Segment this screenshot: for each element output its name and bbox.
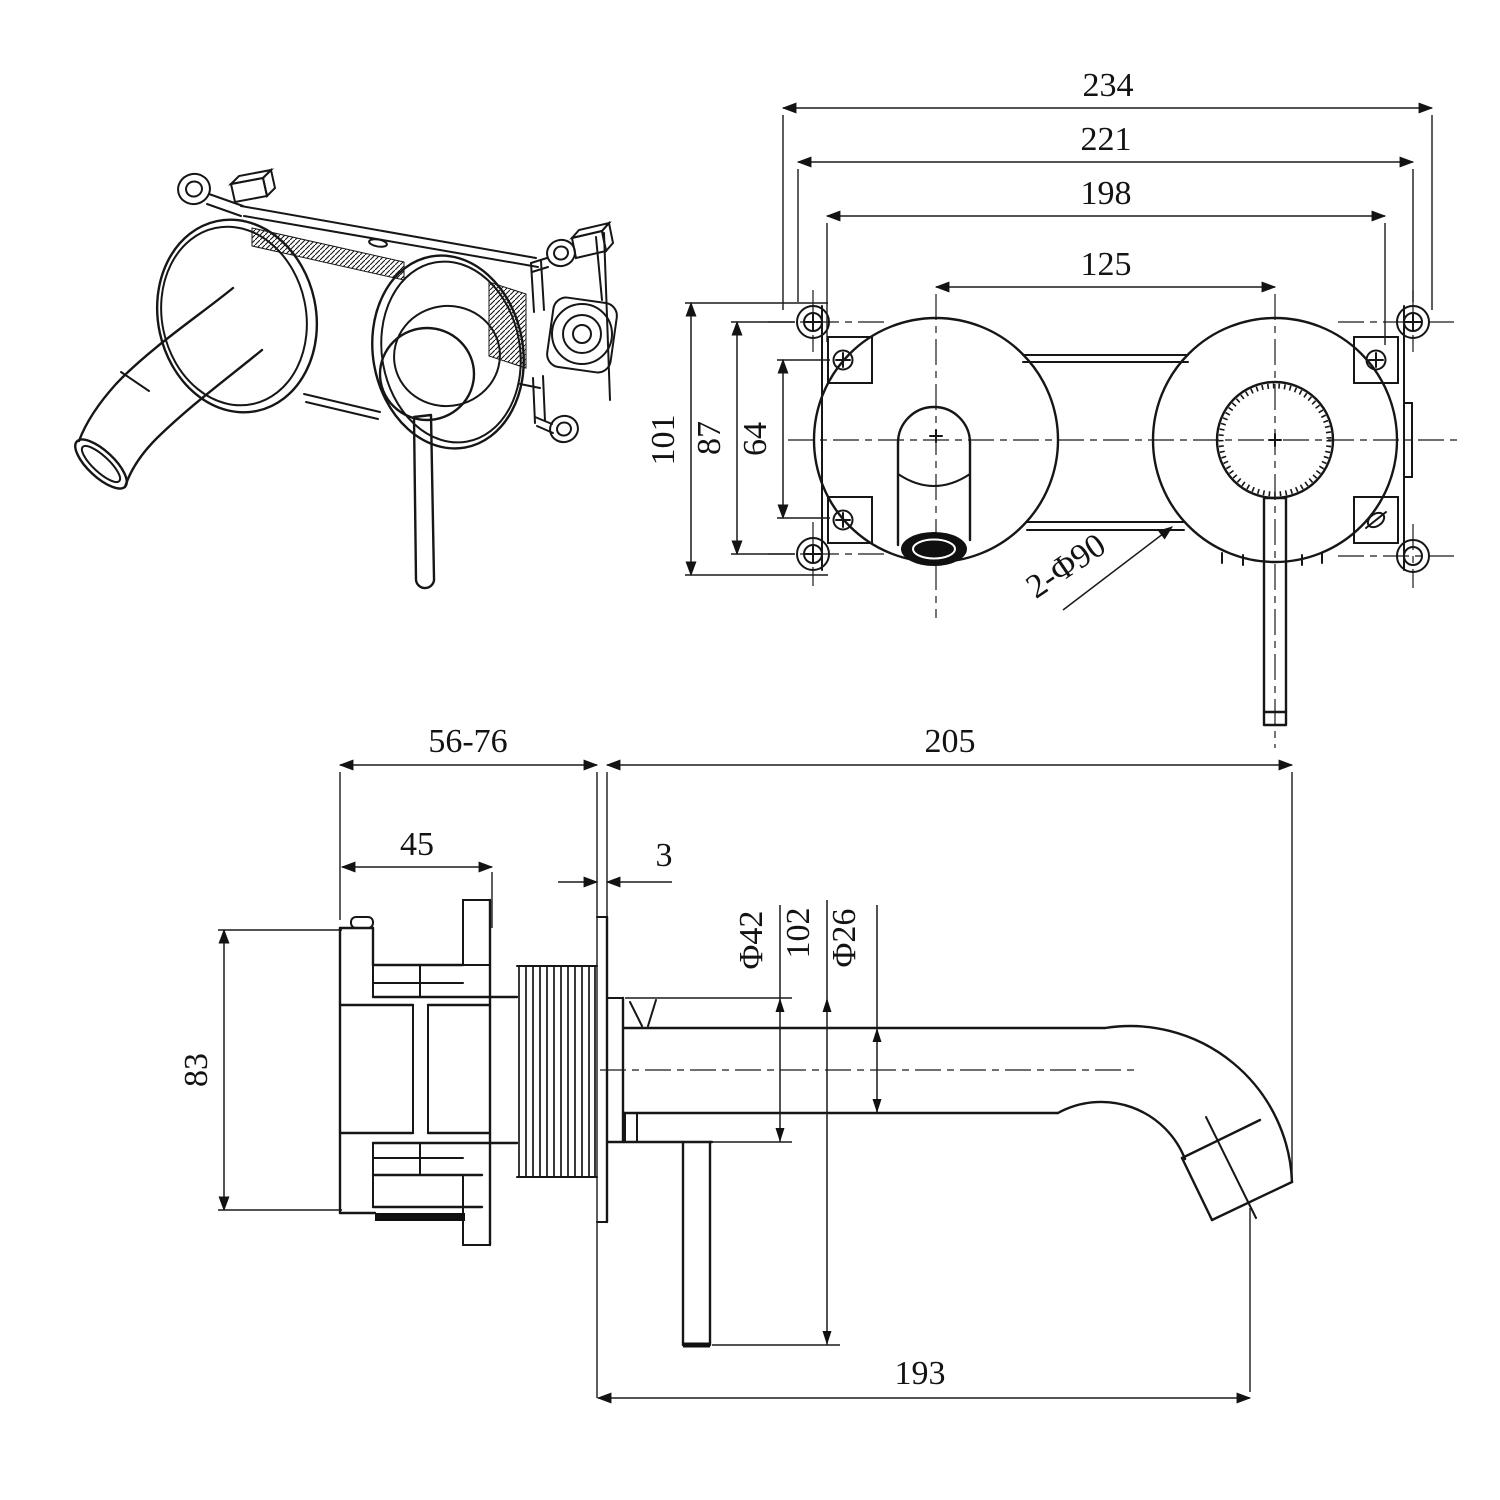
- left-bracket-front: [796, 305, 873, 571]
- handle-lever-front: [1262, 496, 1288, 727]
- spout-escutcheon-front: [812, 316, 1060, 566]
- front-horizontal-dimensions: 234 221 198 125: [781, 67, 1434, 345]
- dim-label-64: 64: [737, 422, 774, 456]
- dim-label-2xd90: 2-Φ90: [1020, 527, 1113, 606]
- dim-label-45: 45: [400, 826, 434, 863]
- dim-label-193: 193: [895, 1355, 946, 1392]
- handle-lever-iso: [412, 413, 436, 590]
- valve-body-side: [338, 898, 519, 1247]
- dim-label-3: 3: [656, 837, 673, 874]
- front-vertical-dimensions: 101 87 64: [645, 301, 830, 577]
- dim-label-221: 221: [1081, 121, 1132, 158]
- spout-side: [600, 996, 1294, 1222]
- handle-escutcheon-front: [1151, 316, 1399, 727]
- dim-label-198: 198: [1081, 175, 1132, 212]
- dim-label-205: 205: [925, 723, 976, 760]
- dim-label-102: 102: [780, 908, 817, 959]
- handle-escutcheon-iso: [371, 254, 525, 590]
- spout-escutcheon-iso: [74, 218, 319, 490]
- dim-label-83: 83: [178, 1053, 215, 1087]
- right-bracket-front: [1353, 305, 1430, 573]
- side-dimensions: 56-76 205 45 3 83 Φ42 102: [178, 723, 1294, 1404]
- dim-label-d26: Φ26: [826, 909, 863, 968]
- dim-label-56-76: 56-76: [428, 723, 507, 760]
- spout-outlet: [901, 532, 967, 566]
- dim-label-87: 87: [691, 421, 728, 455]
- dim-label-101: 101: [645, 415, 682, 466]
- dim-label-234: 234: [1083, 67, 1134, 104]
- front-view: 234 221 198 125 101 87 64: [645, 67, 1458, 748]
- isometric-view: [74, 168, 618, 590]
- dim-label-d42: Φ42: [733, 911, 770, 970]
- side-view: 56-76 205 45 3 83 Φ42 102: [178, 723, 1294, 1404]
- handle-side: [605, 1112, 714, 1348]
- escutcheon-diameter-callout: 2-Φ90: [1020, 526, 1173, 611]
- dim-label-125: 125: [1081, 246, 1132, 283]
- right-bracket-iso: [530, 220, 618, 444]
- left-bracket-iso: [177, 168, 277, 217]
- threaded-sleeve: [516, 965, 598, 1178]
